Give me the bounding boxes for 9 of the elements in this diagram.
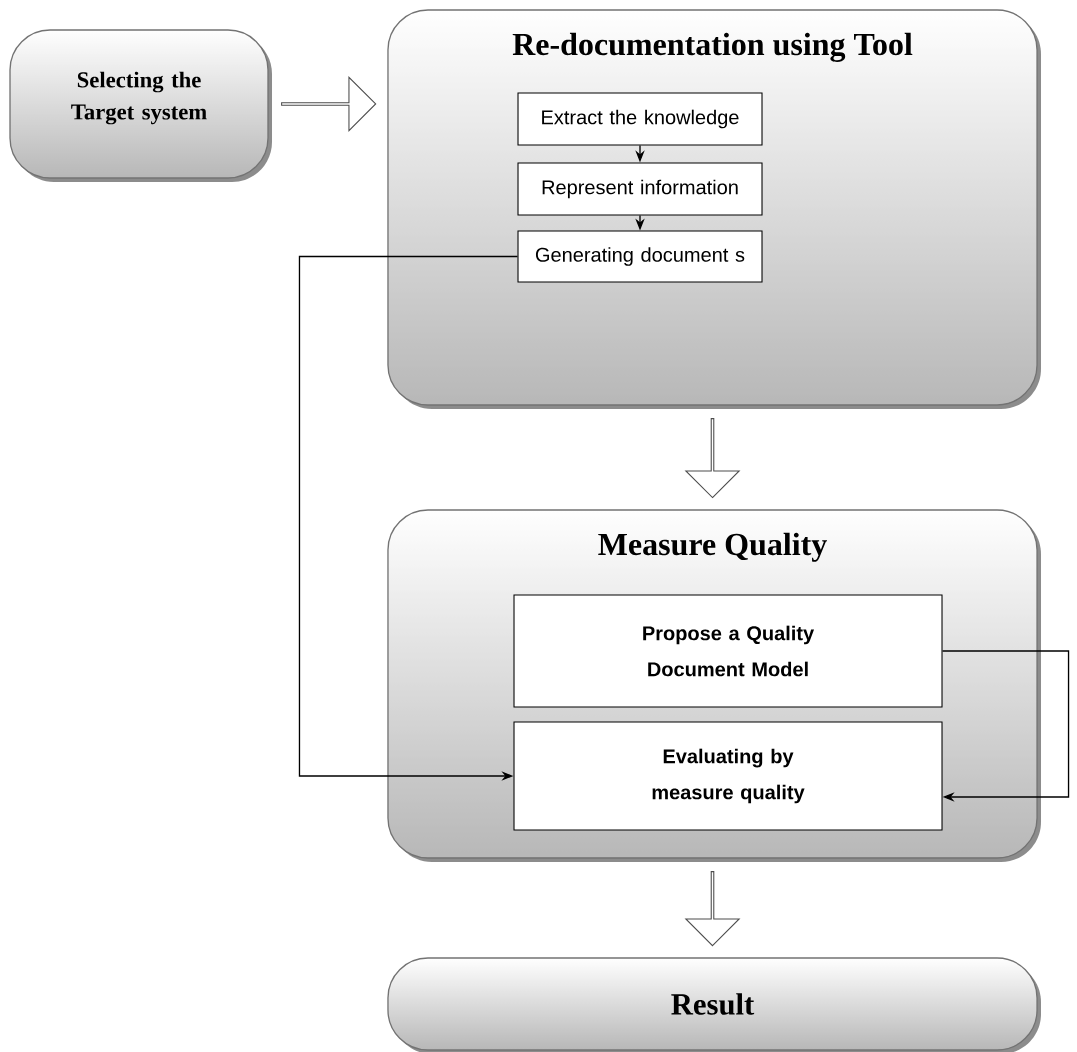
step-box: Extract the knowledge <box>517 92 763 146</box>
process-box: Selecting the Target system <box>9 29 272 182</box>
step-box: Represent information <box>517 162 763 216</box>
result-box: Result <box>387 957 1041 1052</box>
step-box: Generating document s <box>517 230 763 283</box>
step-box: Propose a Quality Document Model <box>513 594 943 708</box>
block-arrow <box>281 76 377 132</box>
arrow <box>941 650 1070 802</box>
step-box: Evaluating by measure quality <box>513 721 943 831</box>
